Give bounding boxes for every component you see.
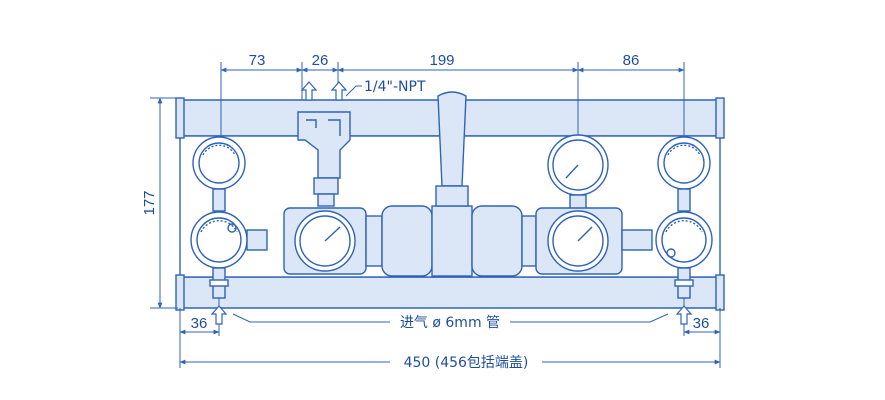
left-regulator-assembly xyxy=(190,136,268,299)
dim-height: 177 xyxy=(141,190,158,215)
center-valve-assembly xyxy=(283,91,537,277)
dim-top-2: 26 xyxy=(312,52,329,69)
end-cap-bottom-right xyxy=(715,274,725,311)
arrow-up-icon xyxy=(330,81,348,101)
arrow-up-icon xyxy=(675,305,693,325)
npt-port-fitting xyxy=(297,111,351,207)
end-cap-top-right xyxy=(715,97,725,139)
right-center-regulator xyxy=(535,134,653,275)
dim-top-3: 199 xyxy=(429,52,454,69)
right-regulator-assembly xyxy=(655,136,713,299)
valve-handle-icon xyxy=(437,91,467,187)
arrow-up-icon xyxy=(300,81,318,101)
regulator-knob-icon xyxy=(190,211,248,269)
dim-top-1: 73 xyxy=(249,52,266,69)
regulator-knob-icon xyxy=(655,211,713,269)
dim-total-width: 450 (456包括端盖) xyxy=(404,355,529,371)
dim-right-offset: 36 xyxy=(693,315,710,332)
flow-arrows xyxy=(210,81,693,325)
gauge-icon xyxy=(192,136,246,190)
end-cap-bottom-left xyxy=(175,274,185,311)
arrow-up-icon xyxy=(210,305,228,325)
inlet-callout: 进气 ø 6mm 管 xyxy=(400,315,500,331)
gauge-icon xyxy=(657,136,711,190)
dim-left-offset: 36 xyxy=(191,315,208,332)
bottom-rail xyxy=(179,276,721,309)
thread-callout: 1/4"-NPT xyxy=(364,79,426,95)
dim-top-4: 86 xyxy=(623,52,640,69)
end-cap-top-left xyxy=(175,97,185,139)
